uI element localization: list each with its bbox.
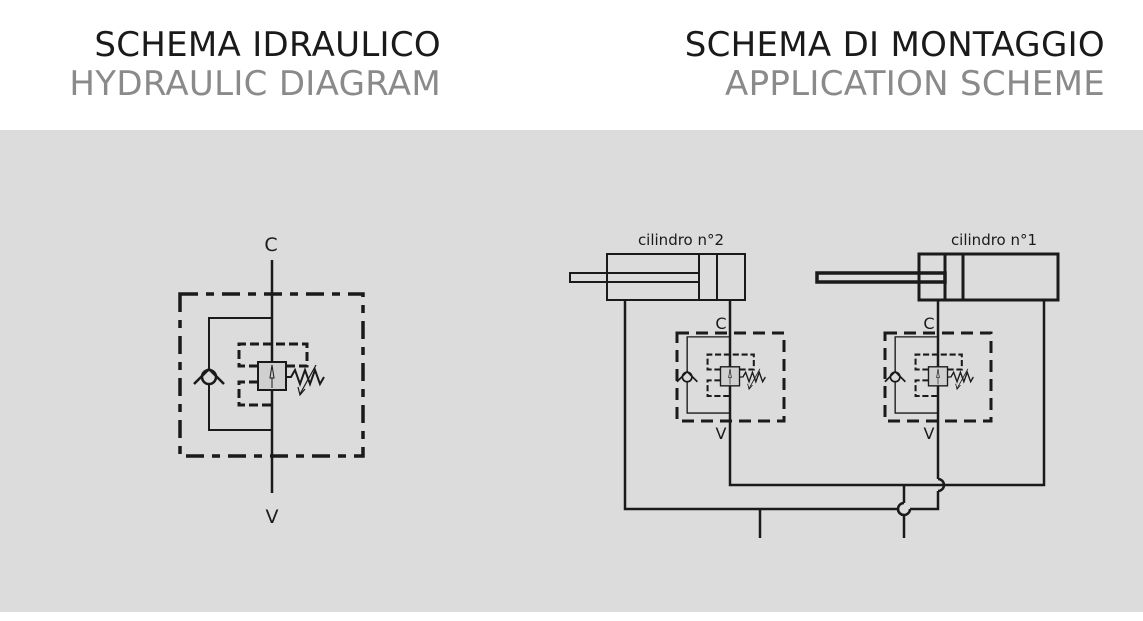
cylinder-2 <box>569 253 746 301</box>
valve-1-port-v-label: V <box>924 424 935 443</box>
application-scheme <box>569 252 1060 538</box>
valve-1-port-c-label: C <box>923 314 934 333</box>
valve-2-port-c-label: C <box>715 314 726 333</box>
cylinder-1 <box>815 252 1060 302</box>
relief-valve-symbol <box>192 316 326 432</box>
cylinder-2-label: cilindro n°2 <box>638 231 724 249</box>
cylinder-1-label: cilindro n°1 <box>951 231 1037 249</box>
valve-2-port-v-label: V <box>716 424 727 443</box>
diagram-background-band <box>0 130 1143 612</box>
application-scheme-heading: SCHEMA DI MONTAGGIO APPLICATION SCHEME <box>685 26 1105 104</box>
hydraulic-diagram: C V <box>178 234 365 528</box>
valve-1 <box>883 331 993 423</box>
heading-italian: SCHEMA IDRAULICO <box>94 25 441 65</box>
piping <box>623 300 1046 538</box>
heading-italian: SCHEMA DI MONTAGGIO <box>684 25 1105 65</box>
port-v-label: V <box>266 506 279 528</box>
valve-2 <box>675 331 786 423</box>
heading-english: HYDRAULIC DIAGRAM <box>69 64 441 104</box>
hydraulic-diagram-heading: SCHEMA IDRAULICO HYDRAULIC DIAGRAM <box>69 26 441 104</box>
port-c-label: C <box>264 234 277 256</box>
heading-english: APPLICATION SCHEME <box>725 64 1105 104</box>
